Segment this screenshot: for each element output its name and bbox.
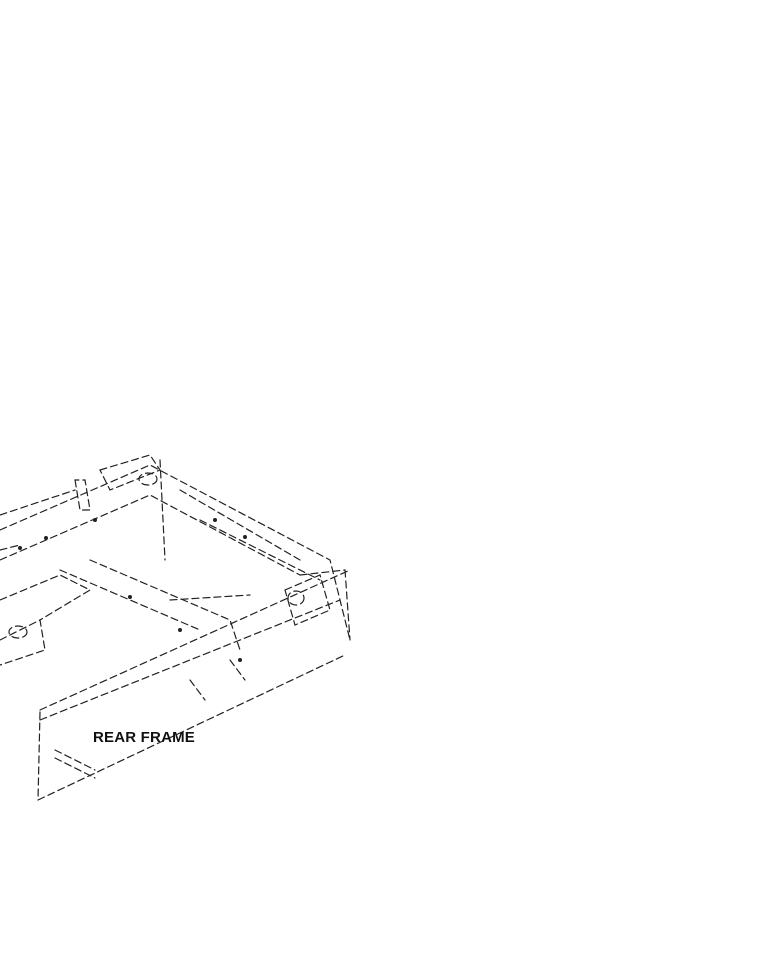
rear-frame-label: REAR FRAME <box>93 729 195 746</box>
rear-frame <box>0 454 351 801</box>
